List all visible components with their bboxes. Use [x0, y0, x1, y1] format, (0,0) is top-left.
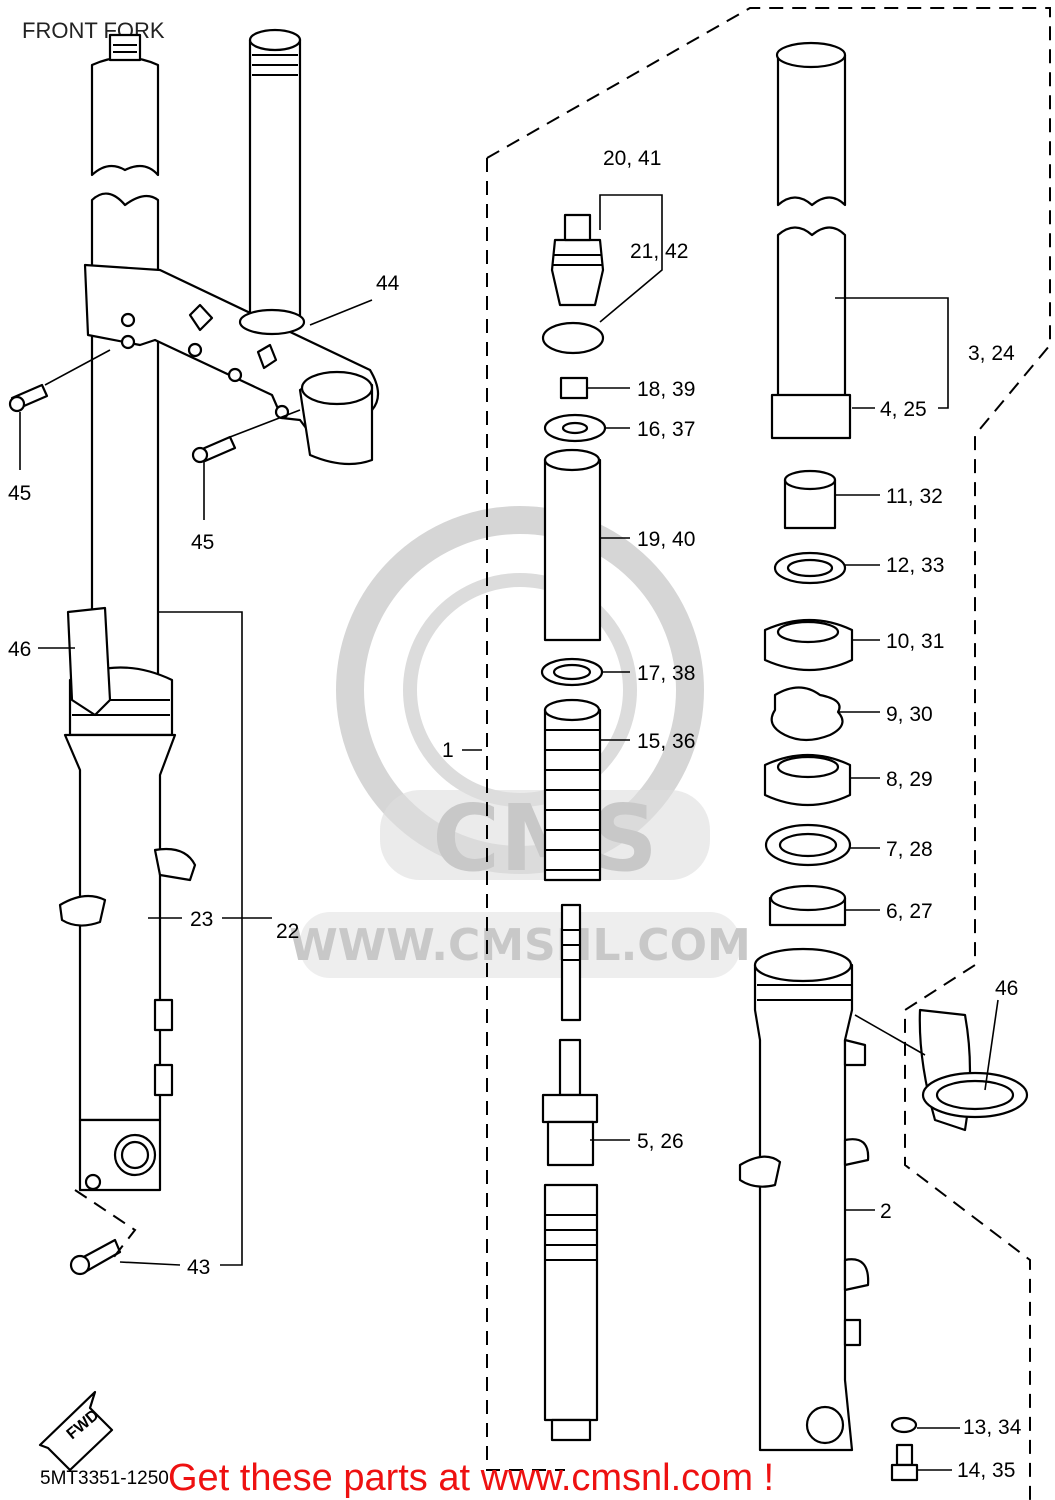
callout-labels: 20, 41 21, 42 18, 39 16, 37 19, 40 17, 3… — [8, 147, 1022, 1482]
callout-45-left: 45 — [8, 482, 31, 505]
diagram-code: 5MT3351-1250 — [40, 1468, 169, 1489]
callout-22: 22 — [276, 920, 299, 943]
callout-2: 2 — [880, 1200, 892, 1223]
damper-parts — [540, 213, 607, 1442]
callout-23: 23 — [190, 908, 213, 931]
callout-18-39: 18, 39 — [637, 378, 695, 401]
callout-3-24: 3, 24 — [968, 342, 1015, 365]
callout-1: 1 — [442, 739, 454, 762]
callout-46-left: 46 — [8, 638, 31, 661]
callout-13-34: 13, 34 — [963, 1416, 1022, 1439]
callout-44: 44 — [376, 272, 400, 295]
callout-43: 43 — [187, 1256, 210, 1279]
leader-lines — [19, 194, 999, 1471]
callout-14-35: 14, 35 — [957, 1459, 1015, 1482]
callout-45-right: 45 — [191, 531, 214, 554]
watermark-url: WWW.CMSNL.COM — [289, 920, 751, 971]
callout-7-28: 7, 28 — [886, 838, 933, 861]
callout-17-38: 17, 38 — [637, 662, 695, 685]
callout-46-right: 46 — [995, 977, 1018, 1000]
outer-tube-parts — [738, 41, 1029, 1482]
callout-19-40: 19, 40 — [637, 528, 695, 551]
callout-10-31: 10, 31 — [886, 630, 944, 653]
exploded-view-boundary — [486, 7, 1051, 1500]
callout-16-37: 16, 37 — [637, 418, 695, 441]
callout-5-26: 5, 26 — [637, 1130, 684, 1153]
callout-9-30: 9, 30 — [886, 703, 933, 726]
callout-21-42: 21, 42 — [630, 240, 688, 263]
callout-6-27: 6, 27 — [886, 900, 933, 923]
callout-11-32: 11, 32 — [886, 485, 943, 508]
callout-4-25: 4, 25 — [880, 398, 927, 421]
callout-15-36: 15, 36 — [637, 730, 695, 753]
diagram-title: FRONT FORK — [22, 18, 165, 43]
callout-20-41: 20, 41 — [603, 147, 661, 170]
fwd-arrow-icon: FWD — [38, 1390, 114, 1472]
parts-banner-link[interactable]: Get these parts at www.cmsnl.com ! — [168, 1457, 774, 1499]
callout-8-29: 8, 29 — [886, 768, 933, 791]
assembled-fork — [8, 28, 380, 1276]
callout-12-33: 12, 33 — [886, 554, 944, 577]
